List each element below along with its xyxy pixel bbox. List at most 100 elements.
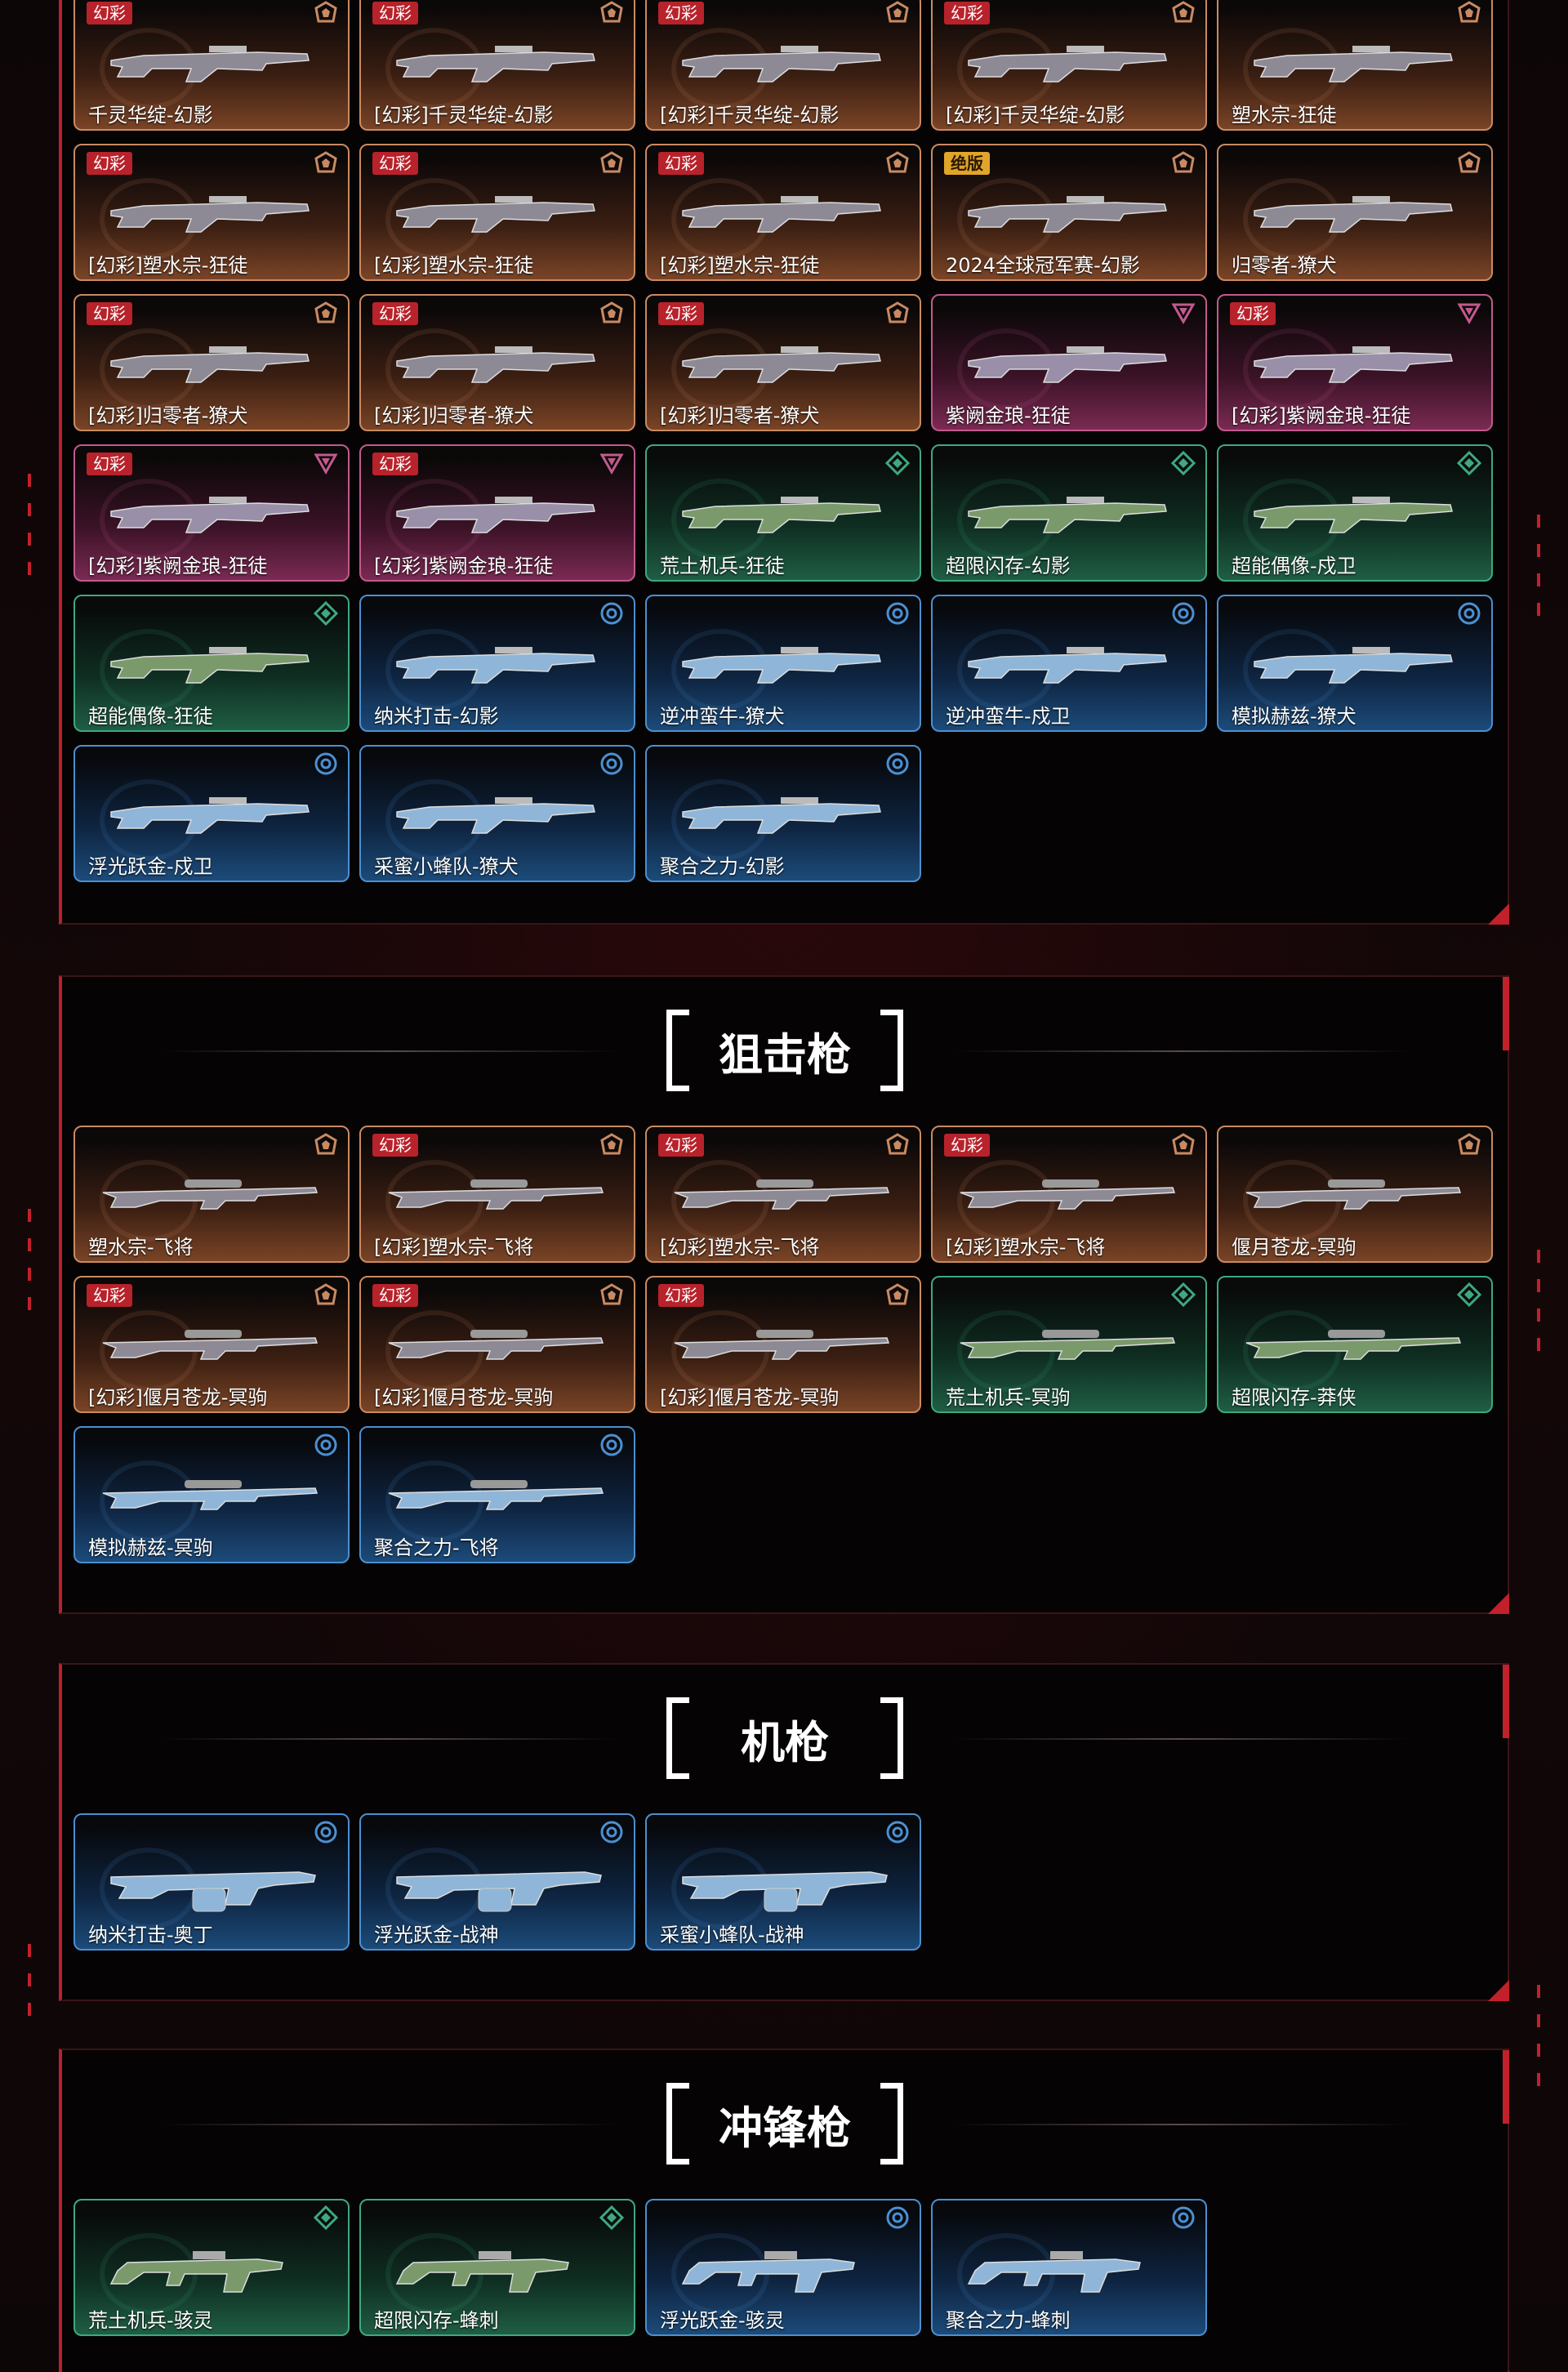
weapon-icon [388,1480,604,1510]
weapon-icon [110,46,310,82]
skin-card[interactable]: 幻彩 [幻彩]塑水宗-飞将 [645,1126,921,1263]
skin-card[interactable]: 幻彩 [幻彩]塑水宗-狂徒 [74,144,350,281]
tier-icon [886,301,909,323]
title-bracket-right [880,1010,903,1091]
skin-name: [幻彩]归零者-獠犬 [660,404,820,427]
skin-badge: 幻彩 [658,1134,704,1157]
skin-name: [幻彩]偃月苍龙-冥驹 [660,1386,840,1409]
weapon-icon [682,497,881,533]
skin-card[interactable]: 超限闪存-莽侠 [1217,1276,1493,1413]
tier-icon [314,1,337,23]
skin-card[interactable]: 模拟赫兹-冥驹 [74,1426,350,1563]
skin-name: [幻彩]塑水宗-狂徒 [88,254,248,277]
tier-icon [599,453,624,475]
skin-name: 采蜜小蜂队-獠犬 [374,855,519,878]
skin-card[interactable]: 采蜜小蜂队-战神 [645,1813,921,1951]
tier-icon [886,1821,909,1844]
skin-badge: 幻彩 [372,302,418,325]
right-deco-dashes [1537,515,1540,632]
tier-icon [1457,451,1481,475]
tier-icon [314,2205,338,2230]
tier-icon [314,1133,337,1155]
skin-card[interactable]: 偃月苍龙-冥驹 [1217,1126,1493,1263]
skin-name: [幻彩]千灵华绽-幻影 [946,104,1125,127]
skin-card[interactable]: 塑水宗-狂徒 [1217,0,1493,131]
skin-card[interactable]: 绝版 2024全球冠军赛-幻影 [931,144,1207,281]
weapon-icon [395,2251,569,2293]
mg-skin-grid: 纳米打击-奥丁 浮光跃金-战神 采蜜小蜂队-战神 [74,1813,1493,1951]
skin-name: 2024全球冠军赛-幻影 [946,254,1140,277]
header-divider-right [952,1738,1410,1740]
header-divider-right [952,1050,1410,1052]
skin-badge: 幻彩 [372,1134,418,1157]
skin-badge: 幻彩 [87,453,132,475]
skin-card[interactable]: 归零者-獠犬 [1217,144,1493,281]
skin-card[interactable]: 幻彩 [幻彩]塑水宗-飞将 [931,1126,1207,1263]
skin-card[interactable]: 超限闪存-幻影 [931,444,1207,582]
skin-card[interactable]: 聚合之力-飞将 [359,1426,635,1563]
skin-badge: 幻彩 [372,1284,418,1307]
skin-name: 荒土机兵-骇灵 [88,2309,213,2332]
skin-card[interactable]: 超能偶像-狂徒 [74,595,350,732]
weapon-icon [102,1179,318,1210]
skin-card[interactable]: 塑水宗-飞将 [74,1126,350,1263]
skin-card[interactable]: 纳米打击-奥丁 [74,1813,350,1951]
skin-card[interactable]: 幻彩 [幻彩]千灵华绽-幻影 [931,0,1207,131]
skin-card[interactable]: 幻彩 [幻彩]归零者-獠犬 [74,294,350,431]
skin-name: [幻彩]塑水宗-飞将 [946,1236,1106,1259]
skin-card[interactable]: 逆冲蛮牛-戍卫 [931,595,1207,732]
skin-card[interactable]: 幻彩 [幻彩]塑水宗-狂徒 [359,144,635,281]
skin-card[interactable]: 幻彩 千灵华绽-幻影 [74,0,350,131]
skin-name: 荒土机兵-冥驹 [946,1386,1071,1409]
weapon-icon [968,346,1167,383]
skin-card[interactable]: 幻彩 [幻彩]偃月苍龙-冥驹 [359,1276,635,1413]
skin-card[interactable]: 幻彩 [幻彩]归零者-獠犬 [645,294,921,431]
skin-card[interactable]: 幻彩 [幻彩]千灵华绽-幻影 [359,0,635,131]
skin-card[interactable]: 聚合之力-蜂刺 [931,2199,1207,2336]
tier-icon [1172,151,1195,173]
skin-card[interactable]: 纳米打击-幻影 [359,595,635,732]
skin-card[interactable]: 幻彩 [幻彩]紫阙金琅-狂徒 [1217,294,1493,431]
skin-card[interactable]: 荒土机兵-冥驹 [931,1276,1207,1413]
skin-badge: 幻彩 [372,152,418,175]
left-deco-dashes [28,474,31,591]
tier-icon [314,1283,337,1305]
tier-icon [1172,2206,1195,2229]
skin-card[interactable]: 幻彩 [幻彩]千灵华绽-幻影 [645,0,921,131]
tier-icon [1171,1282,1196,1307]
skin-name: 浮光跃金-骇灵 [660,2309,785,2332]
skin-card[interactable]: 逆冲蛮牛-獠犬 [645,595,921,732]
rifle-section-panel: 幻彩 千灵华绽-幻影 幻彩 [幻彩]千灵华绽-幻影 幻彩 [幻彩]千灵华绽-幻影… [59,0,1509,925]
tier-icon [1171,303,1196,325]
skin-card[interactable]: 幻彩 [幻彩]偃月苍龙-冥驹 [74,1276,350,1413]
skin-card[interactable]: 浮光跃金-战神 [359,1813,635,1951]
skin-card[interactable]: 浮光跃金-骇灵 [645,2199,921,2336]
skin-card[interactable]: 幻彩 [幻彩]偃月苍龙-冥驹 [645,1276,921,1413]
tier-icon [600,752,623,775]
skin-card[interactable]: 浮光跃金-戍卫 [74,745,350,882]
skin-card[interactable]: 幻彩 [幻彩]紫阙金琅-狂徒 [359,444,635,582]
skin-name: 纳米打击-奥丁 [88,1924,213,1946]
skin-card[interactable]: 采蜜小蜂队-獠犬 [359,745,635,882]
tier-icon [886,1,909,23]
skin-badge: 幻彩 [944,1134,990,1157]
skin-card[interactable]: 幻彩 [幻彩]塑水宗-狂徒 [645,144,921,281]
section-title-text: 机枪 [741,1716,829,1768]
weapon-icon [110,196,310,233]
skin-card[interactable]: 超限闪存-蜂刺 [359,2199,635,2336]
skin-name: 聚合之力-飞将 [374,1536,499,1559]
skin-card[interactable]: 幻彩 [幻彩]塑水宗-飞将 [359,1126,635,1263]
weapon-icon [396,647,595,684]
tier-icon [886,602,909,625]
skin-card[interactable]: 幻彩 [幻彩]归零者-獠犬 [359,294,635,431]
tier-icon [600,602,623,625]
weapon-icon [109,2251,283,2293]
skin-card[interactable]: 紫阙金琅-狂徒 [931,294,1207,431]
skin-card[interactable]: 荒土机兵-狂徒 [645,444,921,582]
skin-card[interactable]: 聚合之力-幻影 [645,745,921,882]
skin-card[interactable]: 超能偶像-戍卫 [1217,444,1493,582]
skin-badge: 幻彩 [87,1284,132,1307]
skin-card[interactable]: 荒土机兵-骇灵 [74,2199,350,2336]
skin-card[interactable]: 模拟赫兹-獠犬 [1217,595,1493,732]
skin-card[interactable]: 幻彩 [幻彩]紫阙金琅-狂徒 [74,444,350,582]
